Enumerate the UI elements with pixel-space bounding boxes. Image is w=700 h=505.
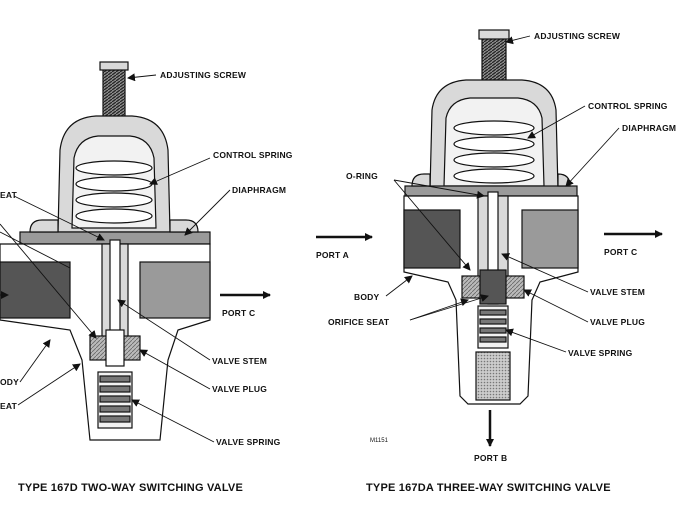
left-label-body: ODY — [0, 377, 19, 387]
right-label-adjusting-screw: ADJUSTING SCREW — [534, 31, 621, 41]
right-label-port-a: PORT A — [316, 250, 349, 260]
right-valve-spring — [477, 305, 509, 349]
right-label-valve-spring: VALVE SPRING — [568, 348, 633, 358]
right-label-diaphragm: DIAPHRAGM — [622, 123, 676, 133]
left-label-adjusting-screw: ADJUSTING SCREW — [160, 70, 247, 80]
left-label-valve-stem: VALVE STEM — [212, 356, 267, 366]
left-label-seat-bottom: EAT — [0, 401, 18, 411]
left-leaders — [0, 73, 231, 443]
right-label-o-ring: O-RING — [346, 171, 378, 181]
right-label-control-spring: CONTROL SPRING — [588, 101, 668, 111]
left-label-valve-spring: VALVE SPRING — [216, 437, 281, 447]
left-valve-spring — [97, 371, 133, 429]
right-leaders — [385, 35, 620, 353]
right-label-port-c: PORT C — [604, 247, 637, 257]
left-label-seat-top: EAT — [0, 190, 18, 200]
right-label-valve-plug: VALVE PLUG — [590, 317, 645, 327]
left-caption: TYPE 167D TWO-WAY SWITCHING VALVE — [18, 482, 243, 494]
left-valve-drawing — [0, 61, 211, 441]
left-label-control-spring: CONTROL SPRING — [213, 150, 293, 160]
right-label-port-b: PORT B — [474, 453, 507, 463]
right-valve-drawing — [403, 29, 579, 405]
right-label-valve-stem: VALVE STEM — [590, 287, 645, 297]
left-control-spring — [75, 160, 153, 224]
right-label-orifice-seat: ORIFICE SEAT — [328, 317, 390, 327]
right-caption: TYPE 167DA THREE-WAY SWITCHING VALVE — [366, 482, 611, 494]
left-label-diaphragm: DIAPHRAGM — [232, 185, 286, 195]
left-label-valve-plug: VALVE PLUG — [212, 384, 267, 394]
left-label-port-c: PORT C — [222, 308, 255, 318]
right-figure-code: M1151 — [370, 438, 389, 444]
right-label-body: BODY — [354, 292, 379, 302]
right-port-b-screen — [475, 351, 511, 401]
right-control-spring — [453, 120, 535, 184]
